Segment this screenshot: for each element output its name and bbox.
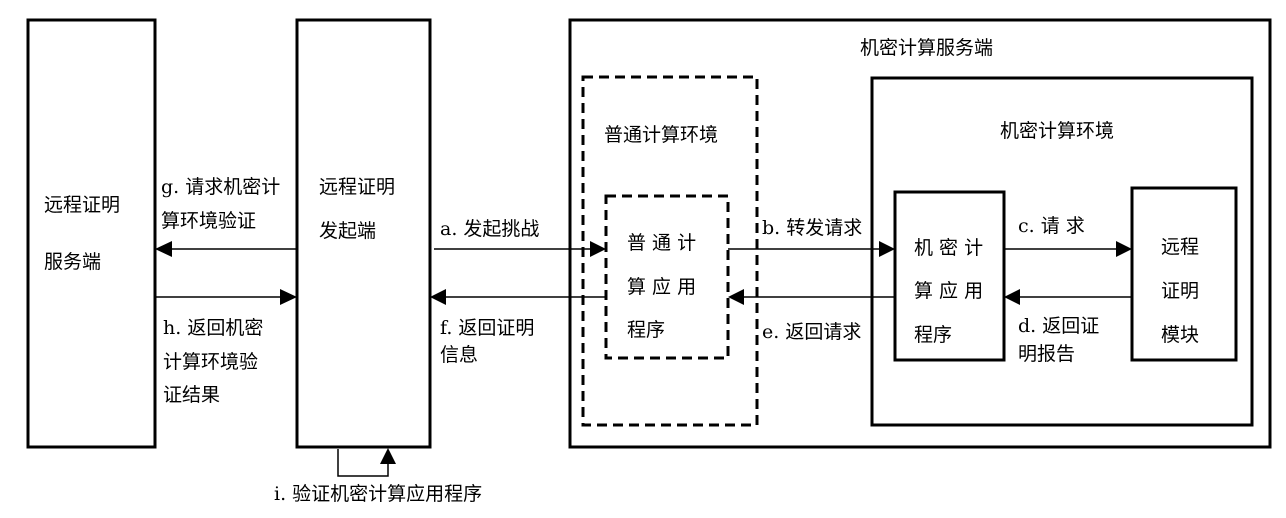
edge-label-d: d. 返回证 — [1018, 315, 1099, 337]
edge-label-f: 信息 — [440, 344, 478, 366]
edge-label-h: 证结果 — [163, 384, 220, 406]
attestation-server-label: 服务端 — [44, 251, 101, 273]
edge-label-h: h. 返回机密 — [163, 317, 263, 339]
normal-app-label: 算 应 用 — [627, 276, 696, 298]
initiator-label: 远程证明 — [319, 176, 395, 198]
arrow-a — [434, 241, 606, 257]
attestation-module-label: 模块 — [1161, 324, 1199, 346]
arrow-h — [155, 289, 297, 305]
initiator-label: 发起端 — [319, 220, 376, 242]
arrow-i-loop — [337, 448, 396, 477]
edge-label-g: 算环境验证 — [161, 210, 256, 232]
edge-label-f: f. 返回证明 — [440, 317, 534, 339]
confidential-env-label: 机密计算环境 — [1000, 120, 1114, 142]
normal-app-box — [604, 194, 730, 360]
arrow-f — [430, 289, 606, 305]
confidential-app-label: 算 应 用 — [914, 280, 983, 302]
attestation-server-box — [26, 18, 157, 449]
confidential-server-box — [568, 18, 1272, 449]
normal-app-label: 程序 — [627, 319, 665, 341]
arrow-b — [728, 241, 895, 257]
normal-env-label: 普通计算环境 — [604, 124, 718, 146]
confidential-app-box — [893, 190, 1006, 362]
normal-app-label: 普 通 计 — [627, 232, 696, 254]
arrow-e — [728, 289, 895, 305]
confidential-app-label: 程序 — [914, 324, 952, 346]
attestation-server-label: 远程证明 — [44, 194, 120, 216]
confidential-app-label: 机 密 计 — [914, 237, 983, 259]
normal-env-box — [581, 75, 759, 427]
edge-label-d: 明报告 — [1018, 343, 1075, 365]
confidential-server-label: 机密计算服务端 — [860, 37, 993, 59]
edge-label-a: a. 发起挑战 — [440, 218, 539, 240]
attestation-module-label: 证明 — [1161, 280, 1199, 302]
confidential-env-box — [870, 76, 1254, 427]
edge-label-i: i. 验证机密计算应用程序 — [274, 483, 482, 505]
arrow-g — [155, 241, 297, 257]
arrow-d — [1004, 289, 1132, 305]
arrow-c — [1004, 241, 1132, 257]
edge-label-e: e. 返回请求 — [762, 321, 861, 343]
edge-label-h: 计算环境验 — [163, 351, 258, 373]
attestation-module-label: 远程 — [1161, 236, 1199, 258]
edge-label-g: g. 请求机密计 — [161, 176, 280, 198]
attestation-module-box — [1130, 186, 1238, 362]
attestation-initiator-box — [295, 18, 432, 449]
edge-label-c: c. 请 求 — [1018, 215, 1085, 237]
edge-label-b: b. 转发请求 — [762, 217, 862, 239]
